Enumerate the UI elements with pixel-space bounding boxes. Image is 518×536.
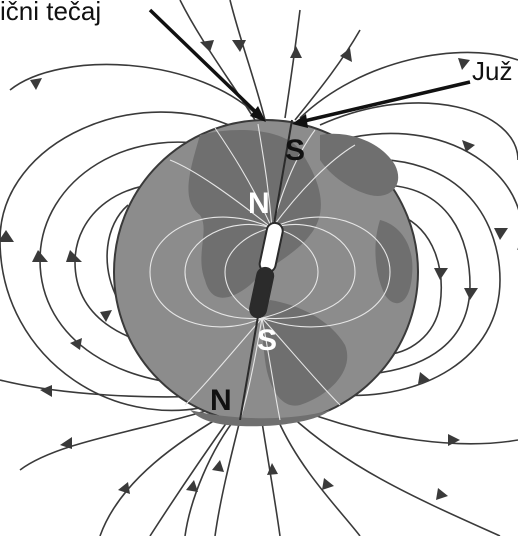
inner-line [261, 227, 319, 319]
field-line [19, 404, 226, 471]
field-arrow [186, 480, 198, 492]
field-line [289, 414, 501, 536]
inner-line [271, 144, 356, 229]
magnetic-south-label: S [257, 324, 277, 357]
field-line [9, 63, 263, 121]
field-line [106, 204, 129, 301]
field-line [339, 132, 518, 250]
field-arrow [232, 40, 246, 52]
field-arrow [458, 58, 470, 70]
field-arrow [0, 230, 14, 242]
field-arrow [267, 463, 278, 475]
field-arrow [32, 250, 48, 262]
field-line [179, 0, 256, 121]
field-arrow [340, 48, 352, 62]
inner-line [184, 223, 273, 320]
inner-line [184, 317, 263, 406]
field-line [0, 111, 241, 412]
geographic-south-label: S [285, 134, 305, 167]
inner-line [257, 123, 273, 229]
field-arrow [100, 310, 112, 322]
magnet-south-half [249, 266, 275, 319]
inner-line [239, 317, 263, 421]
inner-line [261, 216, 391, 328]
inner-line [261, 317, 281, 421]
continent-greenland [320, 133, 399, 196]
inner-line [224, 227, 273, 319]
field-line [184, 414, 239, 536]
callout-right-arrowhead [292, 114, 308, 128]
field-line [294, 29, 361, 121]
field-line [229, 0, 266, 121]
callout-label-left: ični tečaj [0, 0, 101, 26]
field-line [299, 409, 518, 445]
inner-field-lines [149, 123, 391, 421]
inner-line [169, 159, 273, 229]
field-arrow [290, 46, 302, 58]
field-arrow [434, 268, 448, 280]
field-line [99, 409, 233, 536]
field-arrow [494, 228, 508, 240]
callout-pointers [148, 8, 471, 128]
field-arrow [118, 482, 130, 494]
field-arrow [40, 385, 52, 397]
field-arrow [70, 338, 82, 350]
field-arrow [418, 372, 430, 384]
bar-magnet [249, 221, 284, 319]
callout-left-pointer [148, 8, 264, 120]
field-arrow [66, 250, 82, 262]
field-line [339, 158, 501, 397]
callout-left-arrowhead [250, 106, 266, 122]
field-line [379, 214, 442, 356]
field-line [214, 419, 241, 536]
field-line [299, 51, 518, 119]
field-arrow [464, 288, 478, 300]
continent-europe-africa [375, 220, 413, 304]
field-arrow [436, 488, 448, 500]
field-line [261, 421, 281, 536]
inner-line [261, 317, 341, 406]
field-line [277, 419, 361, 536]
callout-label-right: Juž [472, 56, 512, 86]
callout-right-pointer [299, 80, 471, 124]
field-arrow [30, 78, 42, 90]
field-arrow [212, 460, 224, 472]
field-line [284, 9, 301, 119]
field-arrow [200, 40, 214, 52]
inner-line [261, 223, 356, 320]
geographic-north-label: N [210, 384, 232, 417]
field-arrow [448, 434, 460, 446]
continent-north-america [188, 130, 321, 298]
field-arrowheads [0, 40, 508, 500]
inner-line [149, 216, 273, 328]
field-line [359, 184, 471, 376]
field-arrow [462, 140, 475, 152]
field-line [319, 102, 518, 161]
continent-antarctica [190, 410, 330, 427]
magnetic-north-label: N [248, 187, 270, 220]
field-line [149, 414, 233, 536]
inner-line [214, 127, 273, 229]
field-arrow [60, 437, 72, 449]
field-arrow [322, 478, 334, 490]
